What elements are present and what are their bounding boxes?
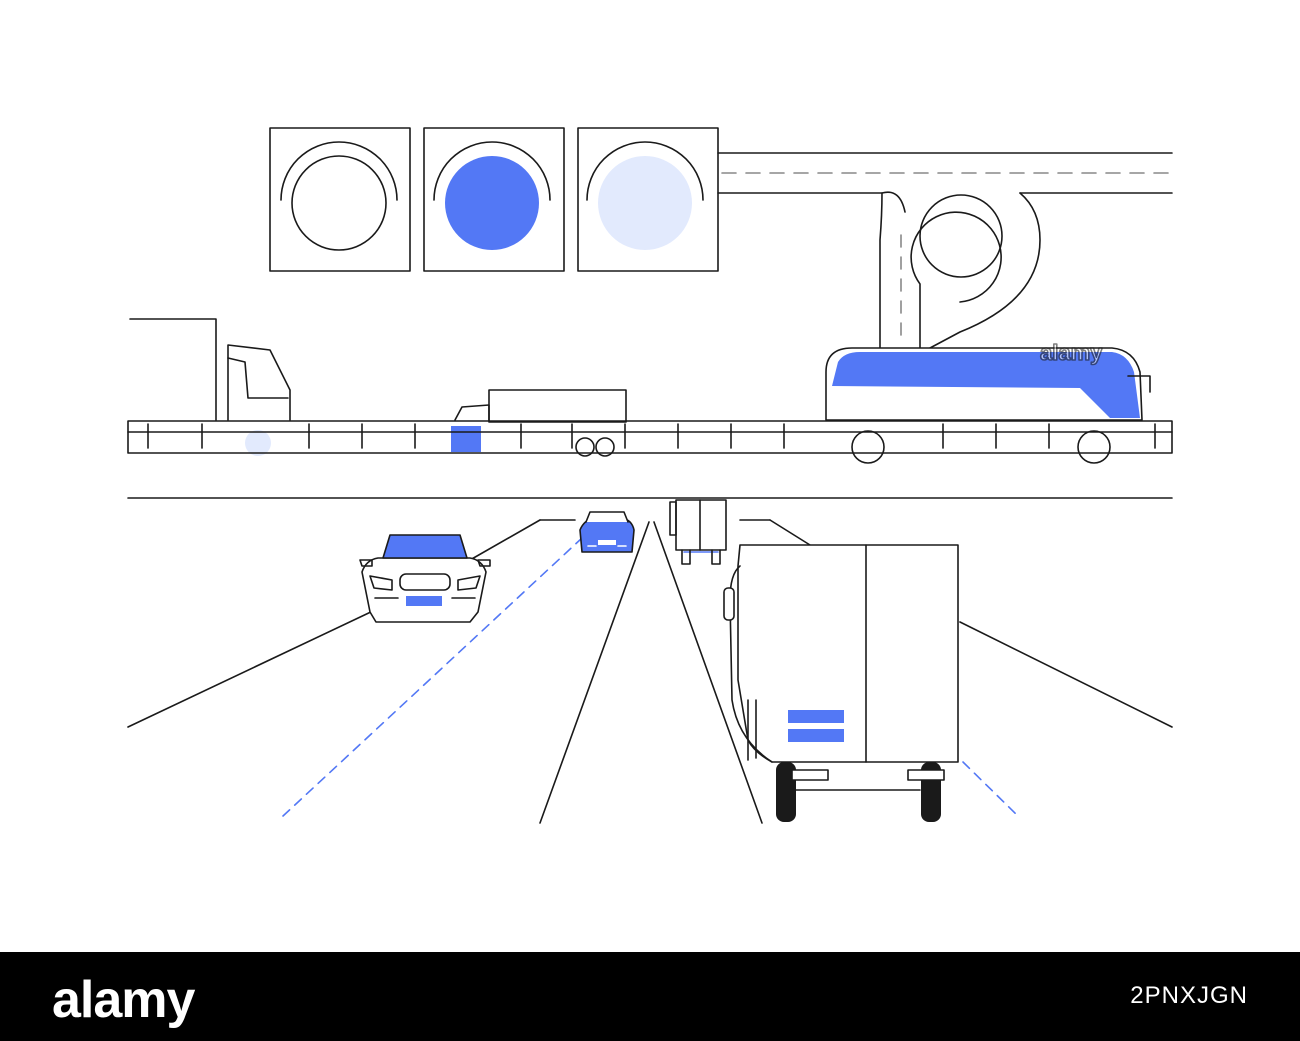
highway-lanes bbox=[127, 519, 1173, 824]
trailer-truck-icon bbox=[723, 544, 959, 822]
watermark-text: alamy bbox=[1040, 340, 1103, 365]
semi-truck-icon bbox=[129, 318, 291, 456]
lamp-off bbox=[280, 141, 398, 251]
car-icon bbox=[359, 534, 491, 623]
stock-footer-bar: alamy 2PNXJGN bbox=[0, 952, 1300, 1041]
bridge-deck bbox=[127, 420, 1173, 499]
small-car-icon bbox=[579, 511, 635, 553]
bus-icon: alamy bbox=[825, 339, 1151, 464]
traffic-light-icon bbox=[269, 127, 719, 272]
lamp-dim bbox=[586, 141, 704, 250]
overpass-road-icon bbox=[717, 152, 1173, 349]
box-truck-rear-icon bbox=[669, 499, 727, 565]
image-id-label: 2PNXJGN bbox=[1130, 982, 1248, 1009]
brand-logo[interactable]: alamy bbox=[52, 971, 195, 1029]
lamp-on bbox=[433, 141, 551, 250]
box-truck-icon bbox=[451, 389, 627, 457]
highway-illustration: alamy bbox=[127, 127, 1173, 824]
